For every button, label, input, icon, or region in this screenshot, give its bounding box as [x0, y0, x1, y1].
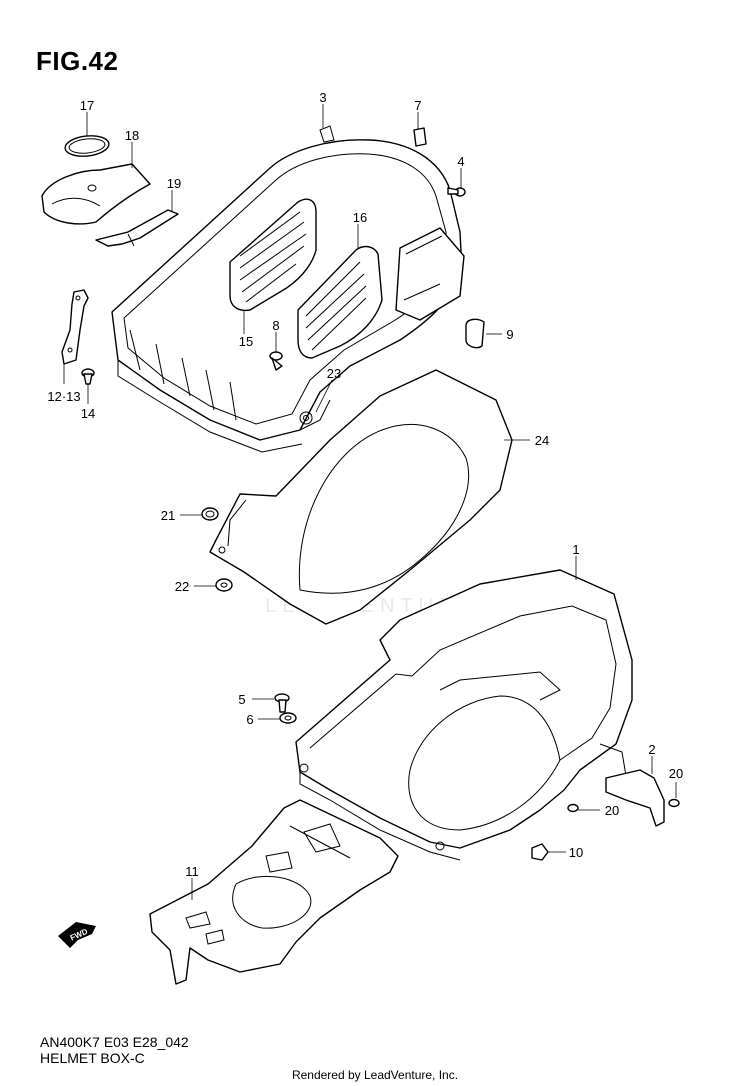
- callout-14: 14: [81, 406, 95, 421]
- callout-11: 11: [185, 864, 199, 879]
- callout-1: 1: [572, 542, 579, 557]
- part-20-screw: [567, 798, 680, 813]
- fwd-arrow-icon: FWD: [58, 922, 96, 948]
- callout-10: 10: [569, 845, 583, 860]
- part-6-washer: [279, 712, 297, 724]
- part-17-o-ring: [64, 135, 110, 157]
- callout-9: 9: [506, 327, 513, 342]
- callout-3: 3: [319, 90, 326, 105]
- part-1-lower-box: [295, 569, 633, 861]
- callout-17: 17: [80, 98, 94, 113]
- section-name: HELMET BOX-C: [40, 1050, 145, 1066]
- render-credit: Rendered by LeadVenture, Inc.: [291, 1068, 459, 1082]
- part-24-inner-liner: [209, 369, 513, 625]
- callout-12-13: 12·13: [47, 389, 80, 404]
- callout-19: 19: [167, 176, 181, 191]
- part-8-screw: [269, 351, 283, 371]
- part-2-cover: [605, 769, 665, 827]
- part-3-upper-box: [111, 125, 465, 453]
- callout-20-left: 20: [605, 803, 619, 818]
- part-14-screw: [81, 368, 95, 385]
- callout-15: 15: [239, 334, 253, 349]
- part-21-grommet: [201, 507, 219, 521]
- diagram-code: AN400K7 E03 E28_042: [40, 1034, 189, 1050]
- callout-5: 5: [238, 692, 245, 707]
- part-18-lid: [41, 163, 151, 225]
- callout-20-right: 20: [669, 766, 683, 781]
- part-7-clip: [413, 127, 427, 147]
- part-16-grille: [297, 245, 383, 359]
- callout-2: 2: [648, 742, 655, 757]
- callout-16: 16: [353, 210, 367, 225]
- callout-7: 7: [414, 98, 421, 113]
- part-4-bolt: [447, 187, 466, 197]
- callout-22: 22: [175, 579, 189, 594]
- part-15-grille: [229, 198, 317, 312]
- callout-23: 23: [327, 366, 341, 381]
- callout-18: 18: [125, 128, 139, 143]
- part-22-nut: [215, 578, 233, 592]
- part-11-under-cover: [149, 799, 399, 985]
- part-12-13-bracket: [61, 289, 89, 365]
- figure-title: FIG.42: [36, 46, 119, 76]
- callout-24: 24: [535, 433, 549, 448]
- part-5-bolt: [274, 693, 290, 713]
- part-9-clip: [465, 318, 485, 349]
- callouts: 17 18 19 3 7 4 16 9 8 15 12·13 14 23 24 …: [47, 90, 683, 879]
- part-10-nut: [531, 843, 549, 861]
- callout-21: 21: [161, 508, 175, 523]
- callout-6: 6: [246, 712, 253, 727]
- callout-4: 4: [457, 154, 464, 169]
- leader-lines: [63, 104, 677, 900]
- callout-8: 8: [272, 318, 279, 333]
- part-19-strap: [95, 209, 179, 247]
